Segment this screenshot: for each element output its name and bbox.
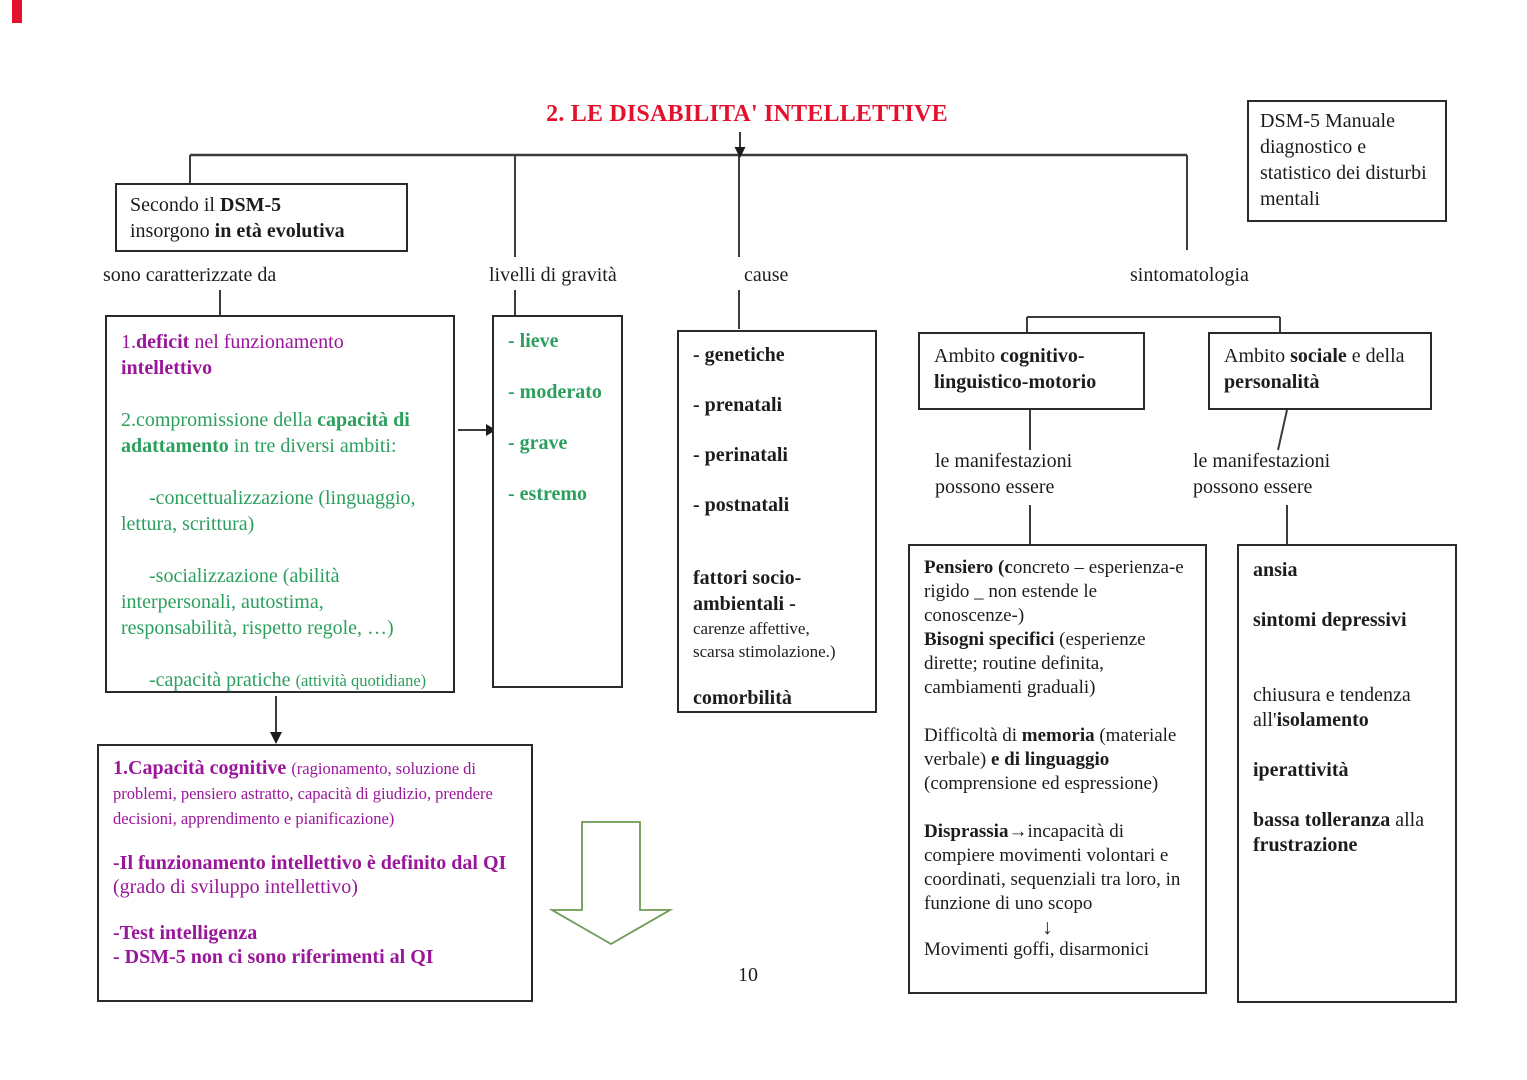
symptom-isolation: chiusura e tendenza all'isolamento xyxy=(1253,684,1411,731)
onset-line-2: insorgono in età evolutiva xyxy=(130,220,345,242)
branch-label-symptoms: sintomatologia xyxy=(1130,264,1249,286)
social-domain-box: Ambito sociale e della personalità xyxy=(1208,332,1432,410)
iq-definition: -Il funzionamento intellettivo è definit… xyxy=(113,852,507,898)
symptom-dyspraxia: Disprassia→incapacità di compiere movime… xyxy=(924,821,1181,914)
social-symptoms-box: ansia sintomi depressivi chiusura e tend… xyxy=(1237,544,1457,1003)
arrow-down-icon: ↓ xyxy=(1042,915,1053,939)
cause-socioenvironmental-detail-2: scarsa stimolazione.) xyxy=(693,642,836,661)
symptom-clumsy-movements: Movimenti goffi, disarmonici xyxy=(924,939,1149,960)
cause-comorbidity: comorbilità xyxy=(693,687,792,709)
page-corner-mark xyxy=(12,0,22,23)
characteristic-practical: -capacità pratiche (attività quotidiane) xyxy=(149,669,427,691)
iq-intelligence-test: -Test intelligenza xyxy=(113,922,258,944)
severity-item-mild: - lieve xyxy=(508,330,559,352)
dsm5-reference-box: DSM-5 Manuale diagnostico e statistico d… xyxy=(1247,100,1447,222)
iq-cognitive-capacities: 1.Capacità cognitive (ragionamento, solu… xyxy=(113,757,493,828)
symptom-anxiety: ansia xyxy=(1253,559,1298,581)
page-number: 10 xyxy=(738,964,758,986)
iq-dsm5-note: - DSM-5 non ci sono riferimenti al QI xyxy=(113,946,434,968)
symptom-depressive: sintomi depressivi xyxy=(1253,609,1407,631)
symptom-memory-language: Difficoltà di memoria (materiale verbale… xyxy=(924,725,1177,794)
onset-box: Secondo il DSM-5 insorgono in età evolut… xyxy=(115,183,408,252)
down-arrowhead-icon xyxy=(270,732,282,744)
page-title: 2. LE DISABILITA' INTELLETTIVE xyxy=(546,101,948,127)
characteristic-socialization: -socializzazione (abilità interpersonali… xyxy=(121,565,394,639)
manifestations-label-left: le manifestazioni possono essere xyxy=(935,450,1073,498)
symptom-low-tolerance: bassa tolleranza alla frustrazione xyxy=(1253,809,1425,856)
branch-label-characterized: sono caratterizzate da xyxy=(103,264,277,286)
cause-socioenvironmental: fattori socio-ambientali - xyxy=(693,567,802,615)
cognitive-domain-box: Ambito cognitivo-linguistico-motorio xyxy=(918,332,1145,410)
cause-perinatal: - perinatali xyxy=(693,444,788,466)
severity-item-extreme: - estremo xyxy=(508,483,588,505)
dsm5-reference-text: DSM-5 Manuale diagnostico e statistico d… xyxy=(1260,110,1427,210)
characteristics-box: 1.deficit nel funzionamento intellettivo… xyxy=(105,315,455,693)
severity-item-moderate: - moderato xyxy=(508,381,602,403)
branch-label-causes: cause xyxy=(744,264,789,286)
cognitive-symptoms-box: Pensiero (concreto – esperienza-e rigido… xyxy=(908,544,1207,994)
cause-socioenvironmental-detail-1: carenze affettive, xyxy=(693,619,810,638)
right-arrow-icon: → xyxy=(1008,821,1028,842)
severity-item-severe: - grave xyxy=(508,432,568,454)
characteristic-adaptation: 2.compromissione della capacità di adatt… xyxy=(121,409,410,457)
onset-line-1: Secondo il DSM-5 xyxy=(130,194,282,216)
iq-box: 1.Capacità cognitive (ragionamento, solu… xyxy=(97,744,533,1002)
title-arrowhead-icon xyxy=(734,147,746,158)
branch-label-severity: livelli di gravità xyxy=(489,264,617,286)
social-box-to-label-line xyxy=(1277,409,1288,451)
characteristic-deficit: 1.deficit nel funzionamento intellettivo xyxy=(121,331,344,379)
cause-prenatal: - prenatali xyxy=(693,394,783,416)
characteristic-conceptualization: -concettualizzazione (linguaggio, lettur… xyxy=(121,487,416,535)
manifestations-label-right: le manifestazioni possono essere xyxy=(1193,450,1331,498)
symptom-hyperactivity: iperattività xyxy=(1253,759,1349,781)
cause-genetic: - genetiche xyxy=(693,344,785,366)
cause-postnatal: - postnatali xyxy=(693,494,790,516)
severity-box: - lieve - moderato - grave - estremo xyxy=(492,315,623,688)
causes-box: - genetiche - prenatali - perinatali - p… xyxy=(677,330,877,713)
big-down-arrow-icon xyxy=(548,821,674,946)
symptom-thought-needs: Pensiero (concreto – esperienza-e rigido… xyxy=(924,557,1184,698)
